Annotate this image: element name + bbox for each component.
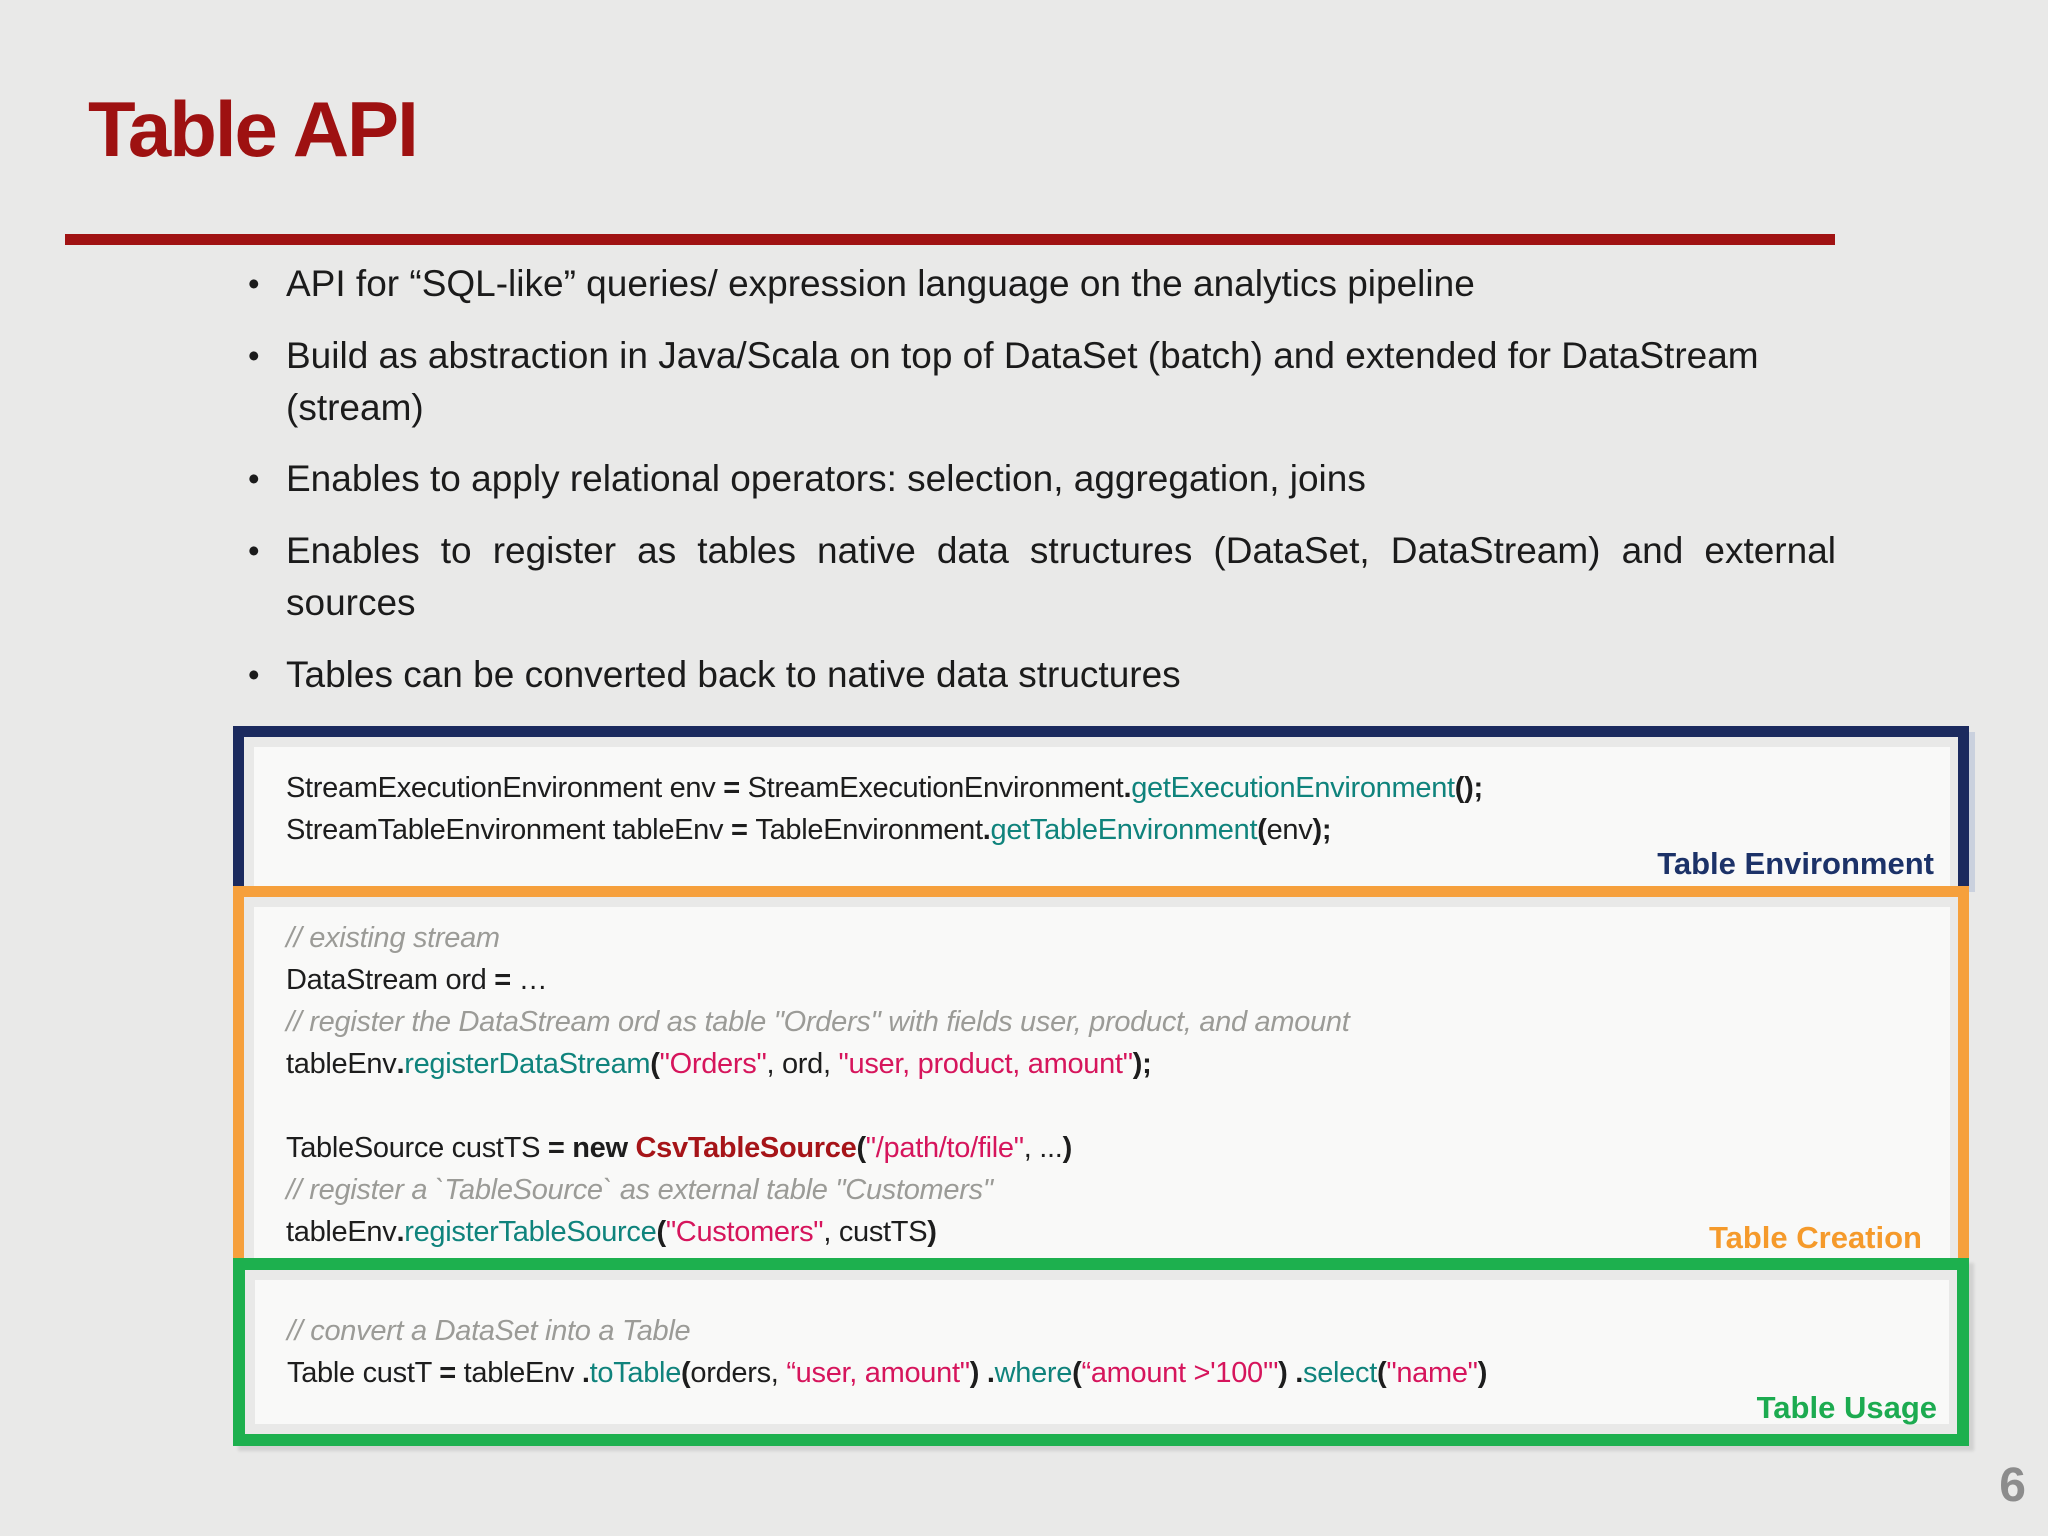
bullet-marker: • [248,265,260,302]
code-line: tableEnv.registerDataStream("Orders", or… [286,1048,1152,1080]
bullet-marker: • [248,655,260,693]
code-line: // register the DataStream ord as table … [286,1006,1350,1038]
bullet-marker: • [248,532,260,570]
code-panel: StreamExecutionEnvironment env = StreamE… [254,747,1950,886]
bullet-item: • Tables can be converted back to native… [248,649,1836,701]
bullet-marker: • [248,460,260,498]
bullet-text: Enables to register as tables native dat… [286,530,1836,623]
code-line: StreamExecutionEnvironment env = StreamE… [286,772,1483,804]
bullet-text: API for “SQL-like” queries/ expression l… [286,263,1475,304]
label-table-environment: Table Environment [1657,846,1934,881]
bullet-item: • Build as abstraction in Java/Scala on … [248,330,1836,434]
bullet-text: Build as abstraction in Java/Scala on to… [286,334,1759,428]
code-box-table-environment: StreamExecutionEnvironment env = StreamE… [233,726,1969,886]
code-line: StreamTableEnvironment tableEnv = TableE… [286,814,1332,846]
code-line [286,1085,1940,1127]
bullet-text: Tables can be converted back to native d… [286,653,1181,695]
bullet-text: Enables to apply relational operators: s… [286,458,1366,500]
code-line: DataStream ord = … [286,964,548,996]
code-line: Table custT = tableEnv .toTable(orders, … [287,1357,1488,1389]
label-table-creation: Table Creation [1708,1220,1922,1255]
title-underline [65,234,1835,245]
code-line: // existing stream [286,922,500,954]
page-number: 6 [1999,1459,2026,1512]
code-line: // convert a DataSet into a Table [287,1315,691,1347]
code-table-environment: StreamExecutionEnvironment env = StreamE… [286,767,1940,851]
bullet-marker: • [248,336,260,374]
label-table-usage: Table Usage [1756,1390,1937,1425]
bullet-item: • Enables to register as tables native d… [248,525,1836,629]
bullet-list: • API for “SQL-like” queries/ expression… [248,258,1836,721]
slide-title: Table API [88,85,419,173]
code-line: tableEnv.registerTableSource("Customers"… [286,1216,937,1248]
code-line: TableSource custTS = new CsvTableSource(… [286,1132,1072,1164]
bullet-item: • Enables to apply relational operators:… [248,453,1836,505]
bullet-item: • API for “SQL-like” queries/ expression… [248,258,1836,310]
code-line: // register a `TableSource` as external … [286,1174,993,1206]
